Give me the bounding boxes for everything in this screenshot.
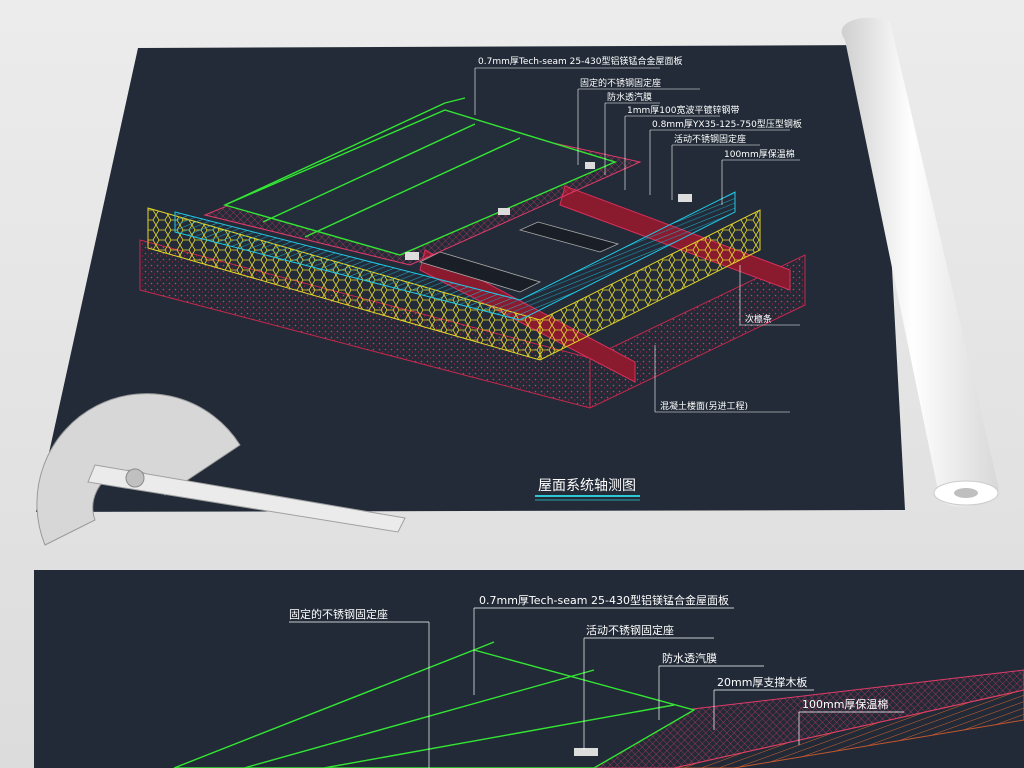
standing-seam-2 xyxy=(262,123,476,223)
fixed-clip-icon xyxy=(498,208,510,215)
profiled-steel-deck xyxy=(174,191,736,321)
label-roof-panel: 0.7mm厚Tech-seam 25-430型铝镁锰合金屋面板 xyxy=(479,593,729,607)
label-membrane: 防水透汽膜 xyxy=(662,651,717,665)
fixed-clip-icon xyxy=(405,252,419,260)
standing-seam-3 xyxy=(224,102,446,206)
label-purlin: 次檩条 xyxy=(745,313,772,325)
label-concrete: 混凝土楼面(另进工程) xyxy=(660,400,748,412)
label-fixed-clip: 固定的不锈钢固定座 xyxy=(580,77,661,89)
protractor-ruler-icon xyxy=(36,393,406,546)
label-insulation: 100mm厚保温棉 xyxy=(802,697,888,711)
paper-roll-icon xyxy=(841,17,999,508)
label-insulation: 100mm厚保温棉 xyxy=(724,148,795,160)
aluminum-roof-panel xyxy=(173,649,696,768)
galvanized-steel-strip xyxy=(418,251,542,293)
sliding-clip-icon xyxy=(585,162,595,169)
aluminum-roof-panel xyxy=(222,109,618,256)
sliding-clip-icon xyxy=(678,194,692,202)
label-roof-panel: 0.7mm厚Tech-seam 25-430型铝镁锰合金屋面板 xyxy=(478,55,683,67)
sliding-clip-icon xyxy=(574,748,598,756)
label-membrane: 防水透汽膜 xyxy=(607,91,652,103)
label-steel-strip: 1mm厚100宽波平镀锌钢带 xyxy=(627,104,739,116)
drawing-title: 屋面系统轴测图 xyxy=(538,478,636,494)
standing-seam-1 xyxy=(304,137,521,238)
cad-sheet-bottom: 固定的不锈钢固定座 0.7mm厚Tech-seam 25-430型铝镁锰合金屋面… xyxy=(34,570,1024,768)
label-wood-board: 20mm厚支撑木板 xyxy=(717,675,807,689)
label-steel-deck: 0.8mm厚YX35-125-750型压型钢板 xyxy=(652,118,802,130)
label-sliding-clip: 活动不锈钢固定座 xyxy=(674,133,746,145)
cad-sheet-top: 0.7mm厚Tech-seam 25-430型铝镁锰合金屋面板 固定的不锈钢固定… xyxy=(36,17,999,546)
label-fixed-clip: 固定的不锈钢固定座 xyxy=(289,607,388,621)
label-sliding-clip: 活动不锈钢固定座 xyxy=(586,623,674,637)
